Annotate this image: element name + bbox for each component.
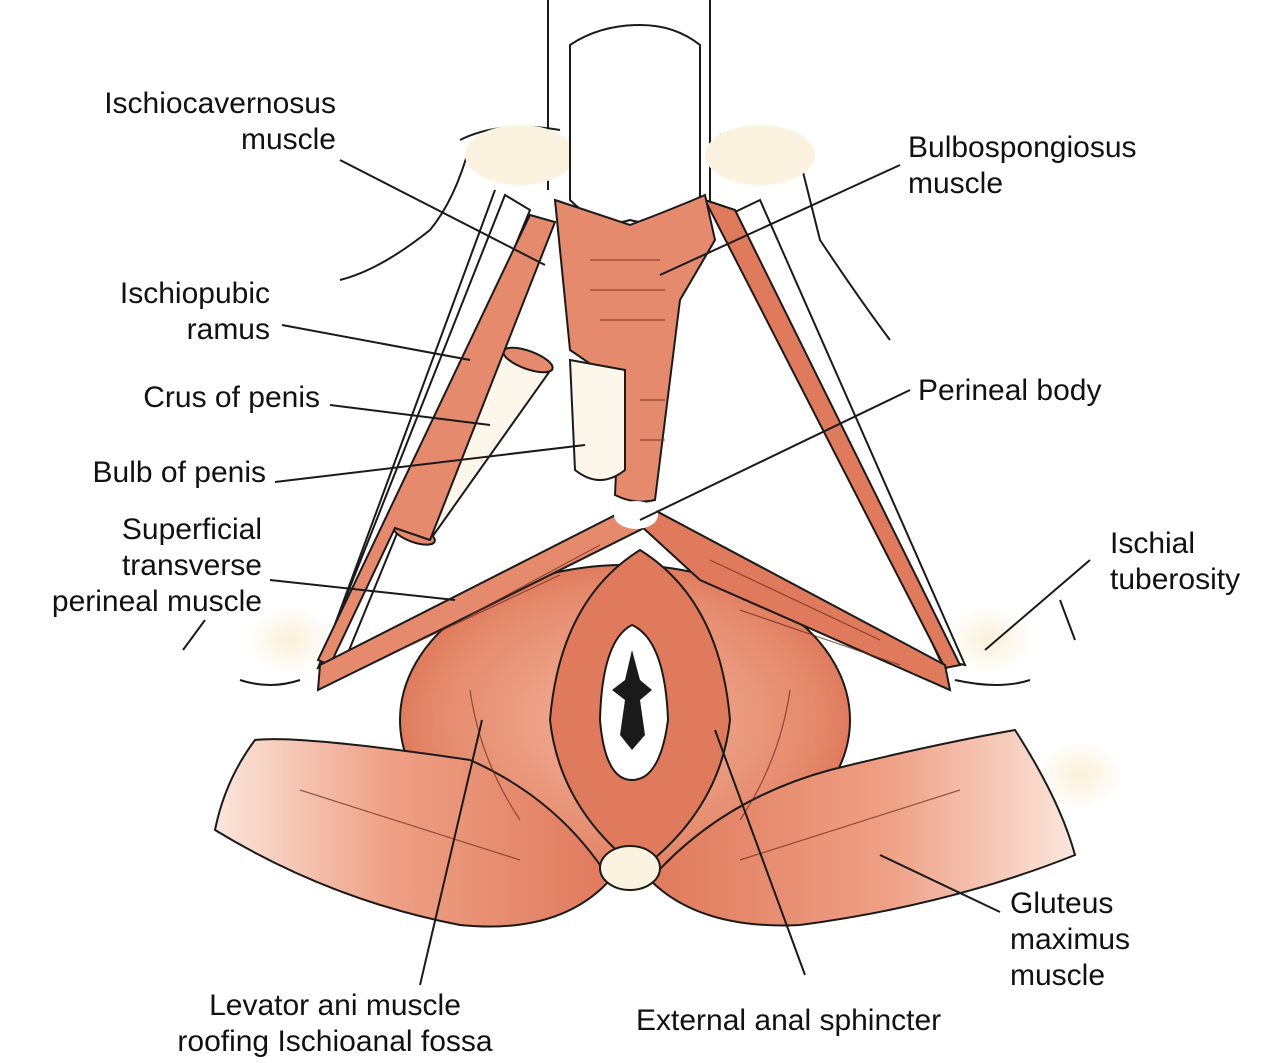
muscle-fibres [299, 259, 961, 861]
label-crus-of-penis: Crus of penis [143, 381, 320, 414]
label-levator-ani: Levator ani muscle roofing Ischioanal fo… [177, 989, 493, 1058]
leader-lines [269, 159, 1091, 986]
right-upper-shade [705, 125, 815, 185]
left-gluteus-maximus [213, 738, 612, 928]
right-ischiocavernosus [702, 198, 962, 670]
label-bulbospongiosus: Bulbospongiosus muscle [908, 131, 1137, 200]
left-upper-shade [465, 125, 575, 185]
right-skin-shade [1035, 740, 1125, 810]
label-ischiocavernosus: Ischiocavernosus muscle [104, 87, 336, 156]
anal-verge [599, 845, 661, 891]
label-superficial-transverse: Superficial transverse perineal muscle [51, 513, 262, 618]
label-ischiopubic-ramus: Ischiopubic ramus [119, 277, 270, 346]
label-ischial-tuberosity: Ischial tuberosity [1110, 527, 1241, 596]
left-ischiocavernosus [316, 213, 557, 667]
perineal-body [614, 501, 658, 529]
penis-shaft [569, 23, 701, 224]
anal-canal [612, 650, 652, 750]
label-external-anal-sphincter: External anal sphincter [636, 1004, 942, 1037]
right-gluteus-maximus [648, 728, 1077, 927]
right-tuberosity-shade [945, 605, 1035, 675]
label-gluteus-maximus: Gluteus maximus muscle [1010, 887, 1131, 992]
label-perineal-body: Perineal body [918, 374, 1102, 407]
label-bulb-of-penis: Bulb of penis [92, 456, 266, 489]
bulb-of-penis [568, 358, 626, 481]
left-tuberosity-shade [245, 605, 335, 675]
